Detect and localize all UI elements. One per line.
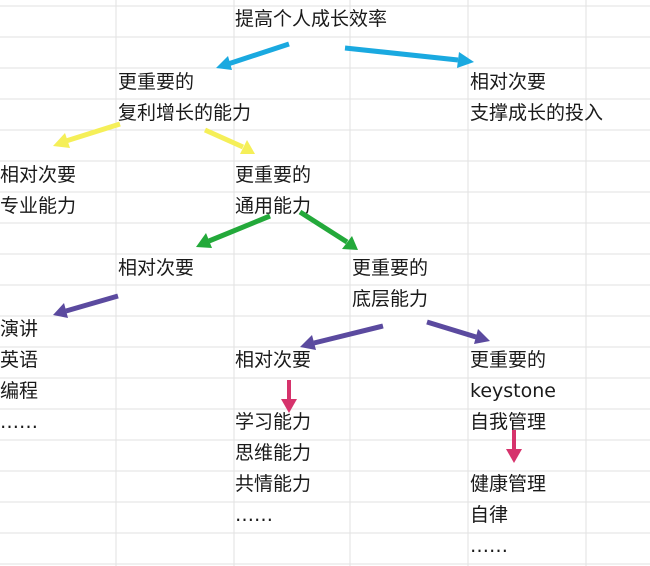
compound-growth-ability: 复利增长的能力	[118, 102, 252, 124]
supporting-investment: 支撑成长的投入	[470, 102, 604, 124]
list-item-ellipsis: ……	[235, 504, 273, 526]
less-important-label: 相对次要	[235, 349, 312, 371]
list-item-learning: 学习能力	[235, 411, 312, 433]
professional-ability: 专业能力	[0, 195, 77, 217]
more-important-label: 更重要的	[235, 164, 312, 186]
diagram-title: 提高个人成长效率	[235, 8, 388, 30]
list-item-ellipsis: ……	[0, 411, 38, 433]
list-item-english: 英语	[0, 349, 39, 371]
less-important-label: 相对次要	[470, 71, 547, 93]
foundational-ability: 底层能力	[352, 288, 429, 310]
list-item-thinking: 思维能力	[235, 442, 312, 464]
less-important-label: 相对次要	[0, 164, 77, 186]
general-ability: 通用能力	[235, 195, 312, 217]
list-item-empathy: 共情能力	[235, 473, 312, 495]
self-management: 自我管理	[470, 411, 547, 433]
less-important-label: 相对次要	[118, 257, 195, 279]
list-item-speech: 演讲	[0, 318, 39, 340]
list-item-health: 健康管理	[470, 473, 547, 495]
keystone-label: keystone	[470, 380, 556, 402]
more-important-label: 更重要的	[118, 71, 195, 93]
more-important-label: 更重要的	[352, 257, 429, 279]
list-item-programming: 编程	[0, 380, 39, 402]
more-important-label: 更重要的	[470, 349, 547, 371]
list-item-ellipsis: ……	[470, 535, 508, 557]
list-item-discipline: 自律	[470, 504, 509, 526]
